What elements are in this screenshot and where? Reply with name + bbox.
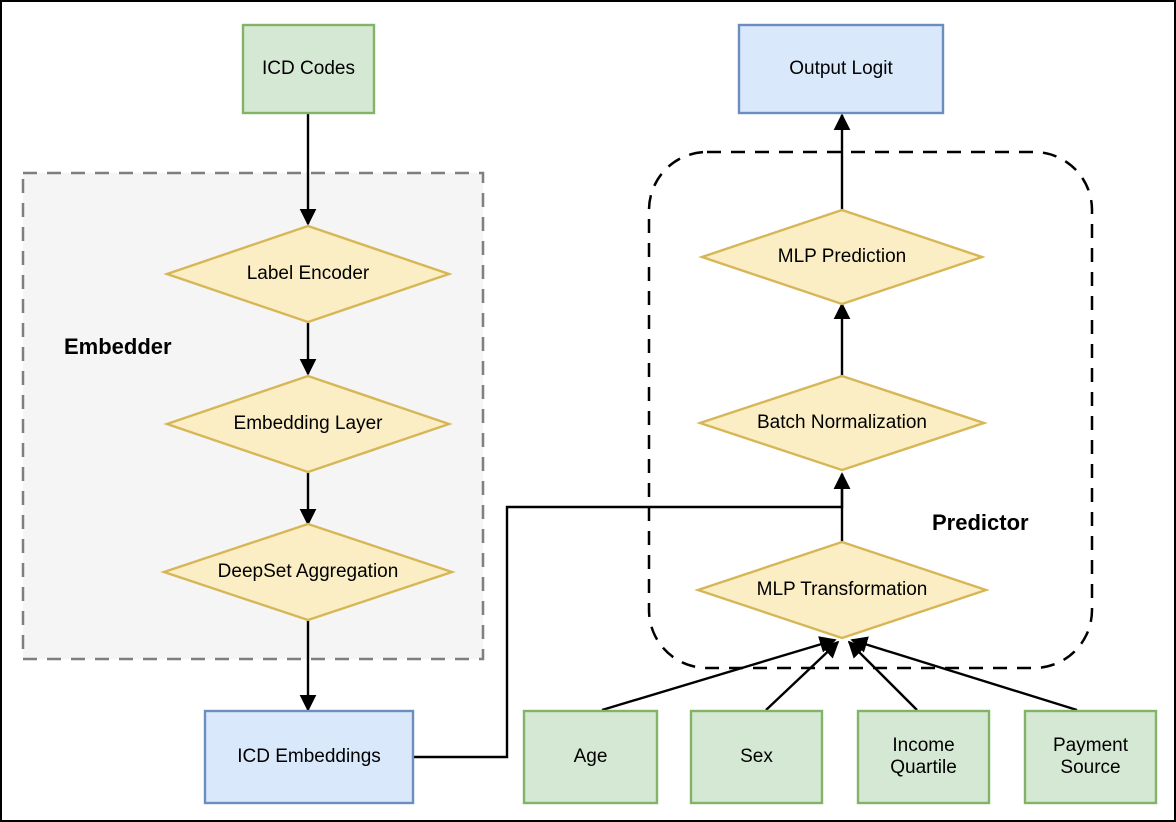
node-payment-source[interactable] (1023, 709, 1158, 805)
edge-age-to-mlp-transformation (601, 636, 837, 712)
node-deepset-aggregation[interactable] (160, 522, 456, 622)
node-icd-codes[interactable] (241, 23, 376, 115)
node-batch-normalization[interactable] (696, 374, 988, 472)
group-embedder-label: Embedder (64, 334, 172, 359)
edge-sex-to-mlp-transformation (765, 640, 840, 711)
node-output-logit[interactable] (737, 23, 945, 115)
node-icd-embeddings[interactable] (203, 709, 415, 805)
node-embedding-layer[interactable] (163, 374, 453, 474)
group-predictor-label: Predictor (932, 510, 1029, 535)
node-mlp-prediction[interactable] (698, 208, 986, 306)
node-income-quartile[interactable] (856, 709, 991, 805)
node-age[interactable] (522, 709, 659, 805)
edge-payment-source-to-mlp-transformation (850, 636, 1078, 712)
node-mlp-transformation[interactable] (694, 540, 990, 640)
node-label-encoder[interactable] (163, 224, 453, 324)
node-sex[interactable] (689, 709, 824, 805)
edge-income-quartile-to-mlp-transformation (847, 640, 918, 711)
